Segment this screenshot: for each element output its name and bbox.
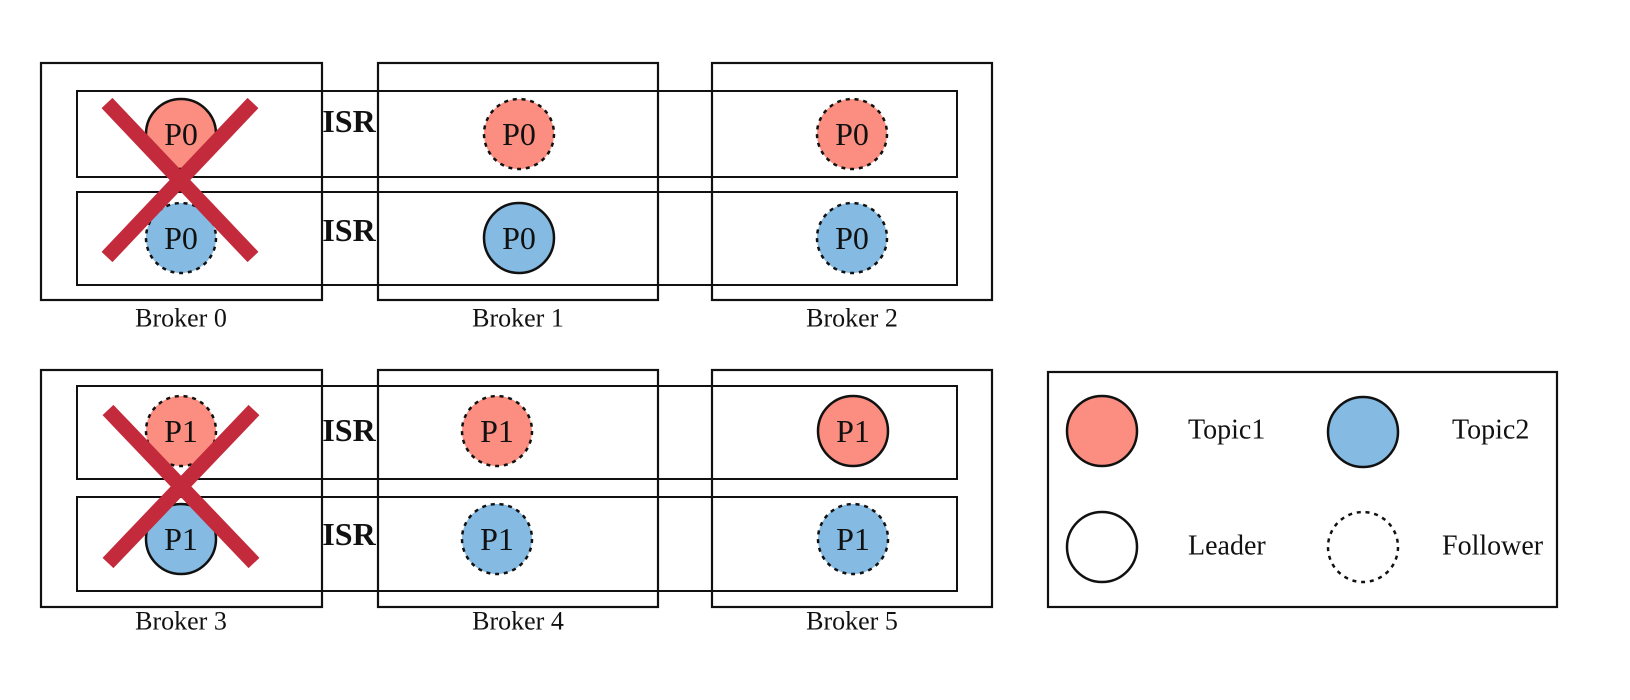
partition-circle-topic2-leader <box>482 201 556 275</box>
partition-circle-topic1-follower <box>460 394 534 468</box>
legend-follower-swatch <box>1326 510 1400 584</box>
partition-label: P1 <box>836 413 870 449</box>
partition-label: P0 <box>164 116 198 152</box>
partition-circle-topic2-follower <box>144 201 218 275</box>
partition-circle-topic2-leader <box>144 502 218 576</box>
isr-band <box>76 496 958 592</box>
partition-label: P1 <box>836 521 870 557</box>
broker-label: Broker 0 <box>135 304 227 333</box>
crash-x-icon <box>101 97 259 263</box>
cluster-row-0: ISR ISR P0 P0 P0 P0 P0 P0 Broker 0 Broke… <box>39 61 994 333</box>
legend-topic1-label: Topic1 <box>1188 415 1265 446</box>
isr-label: ISR <box>322 103 376 139</box>
partition-circle-topic1-follower <box>482 97 556 171</box>
partition-circle-topic1-leader <box>816 394 890 468</box>
broker-box-4 <box>376 368 660 609</box>
crash-x-icon <box>102 404 260 569</box>
broker-label: Broker 1 <box>472 304 564 333</box>
legend: Topic1 Topic2 Leader Follower <box>1046 370 1559 609</box>
partition-label: P0 <box>502 116 536 152</box>
broker-box-1 <box>376 61 660 302</box>
broker-label: Broker 4 <box>472 607 564 636</box>
partition-label: P1 <box>164 521 198 557</box>
partition-label: P0 <box>164 220 198 256</box>
partition-circle-topic2-follower <box>815 201 889 275</box>
partition-circle-topic2-follower <box>460 502 534 576</box>
isr-label: ISR <box>322 516 376 552</box>
broker-box-2 <box>710 61 994 302</box>
legend-follower-label: Follower <box>1442 531 1544 562</box>
isr-label: ISR <box>322 412 376 448</box>
isr-band <box>76 90 958 178</box>
partition-label: P1 <box>164 413 198 449</box>
partition-label: P0 <box>835 220 869 256</box>
legend-topic1-swatch <box>1065 394 1139 468</box>
isr-label: ISR <box>322 212 376 248</box>
broker-label: Broker 2 <box>806 304 898 333</box>
partition-label: P0 <box>835 116 869 152</box>
legend-topic2-label: Topic2 <box>1452 415 1529 446</box>
partition-circle-topic1-follower <box>144 394 218 468</box>
broker-box-0 <box>39 61 324 302</box>
broker-box-5 <box>710 368 994 609</box>
legend-topic2-swatch <box>1326 395 1400 469</box>
partition-label: P0 <box>502 220 536 256</box>
isr-band <box>76 385 958 480</box>
broker-label: Broker 3 <box>135 607 227 636</box>
partition-circle-topic1-follower <box>815 97 889 171</box>
isr-band <box>76 191 958 286</box>
cluster-row-1: ISR ISR P1 P1 P1 P1 P1 P1 Broker 3 Broke… <box>39 368 994 636</box>
legend-leader-label: Leader <box>1188 531 1266 562</box>
partition-label: P1 <box>480 413 514 449</box>
legend-leader-swatch <box>1065 510 1139 584</box>
partition-circle-topic2-follower <box>816 502 890 576</box>
broker-box-3 <box>39 368 324 609</box>
broker-label: Broker 5 <box>806 607 898 636</box>
partition-label: P1 <box>480 521 514 557</box>
legend-box <box>1046 370 1559 609</box>
